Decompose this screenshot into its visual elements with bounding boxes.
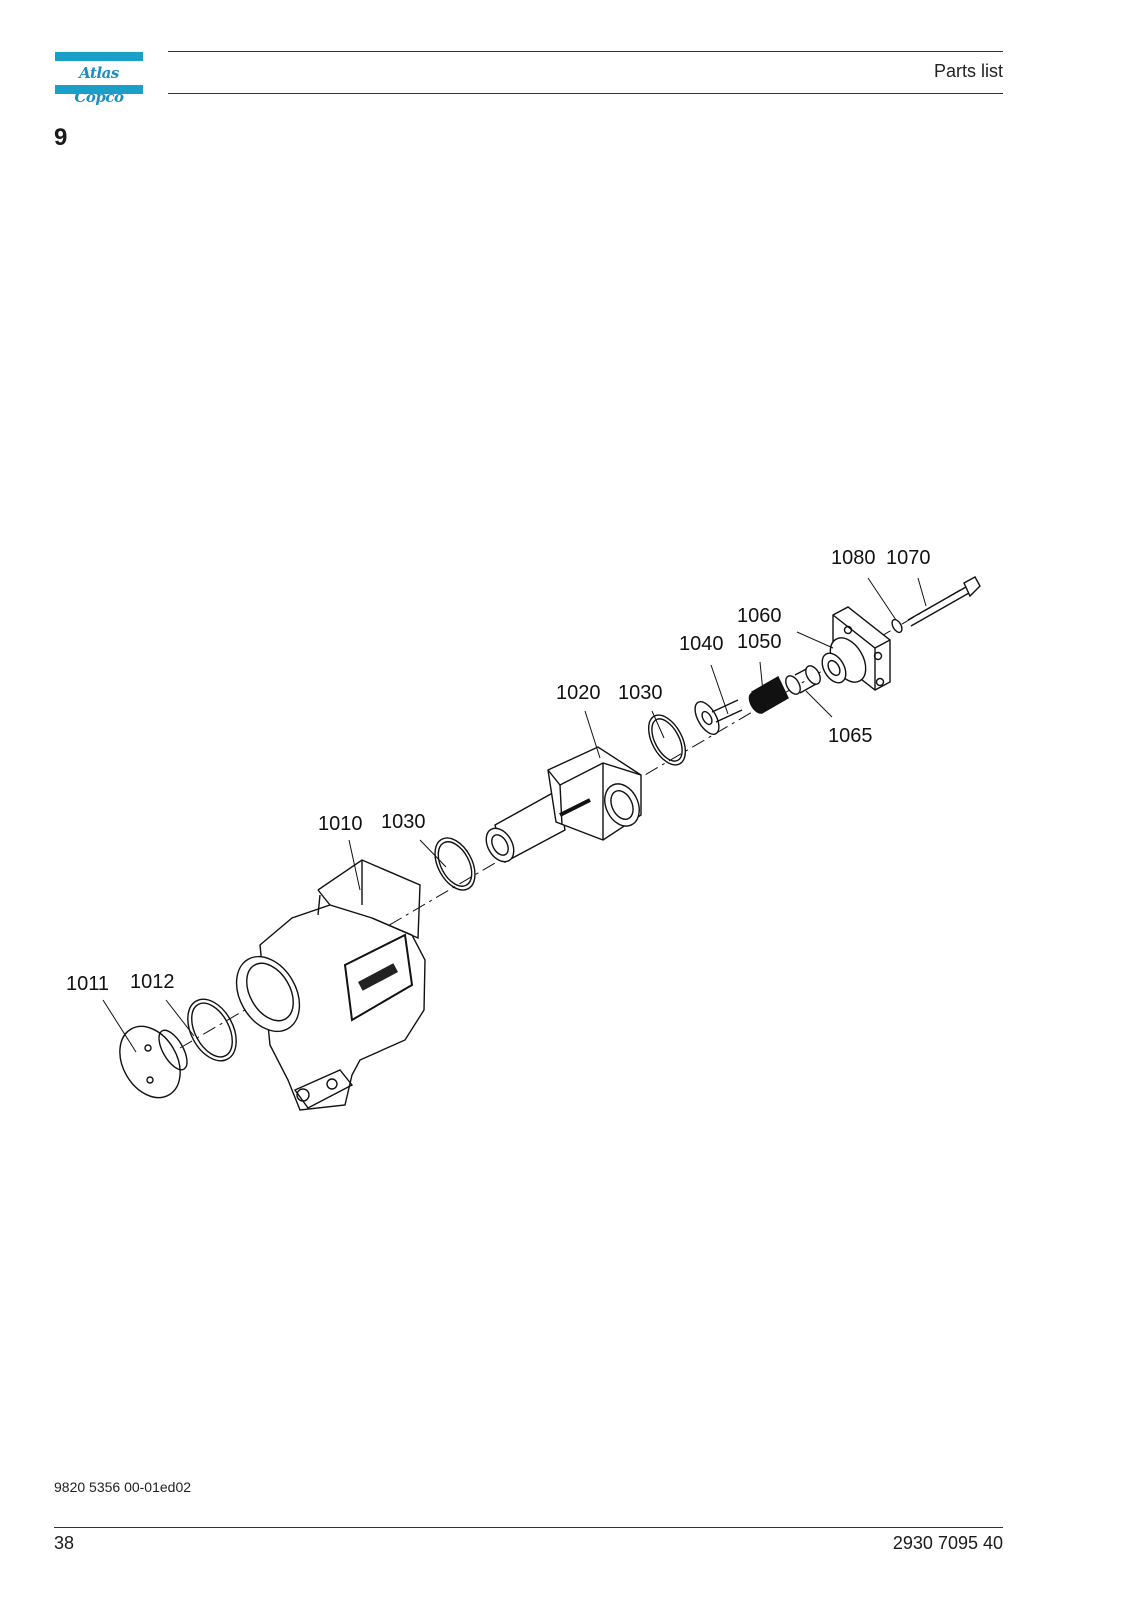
leader-1012: [165, 999, 195, 1037]
leader-1080: [867, 577, 897, 621]
leader-1020: [584, 710, 601, 759]
leader-1050: [759, 661, 764, 693]
part-1011-end-cap: [119, 1025, 188, 1099]
part-1012-o-ring: [187, 998, 237, 1062]
page-number: 38: [54, 1533, 75, 1553]
part-1010-housing: [235, 859, 426, 1111]
part-1080-washer: [891, 618, 903, 634]
part-1050-spring: [748, 676, 789, 714]
part-number: 2930 7095 40: [892, 1533, 1003, 1553]
callout-1020: 1020: [556, 682, 601, 704]
section-number: 9: [54, 124, 68, 151]
callout-1040: 1040: [679, 633, 724, 655]
callout-1011: 1011: [66, 973, 109, 995]
part-1030-o-ring-lower: [434, 837, 476, 891]
header-title: Parts list: [933, 61, 1003, 81]
part-1020-adapter-housing: [485, 746, 642, 864]
logo-top-bar: [55, 52, 143, 61]
callout-1030-upper: 1030: [618, 682, 663, 704]
callout-1012: 1012: [130, 971, 175, 993]
atlas-copco-logo: Atlas Copco: [55, 52, 143, 106]
part-1030-o-ring-upper: [647, 714, 687, 766]
leader-1030-lower: [419, 839, 447, 868]
leader-1030-upper: [651, 710, 665, 739]
callout-1030-lower: 1030: [381, 811, 426, 833]
leader-1070: [917, 577, 927, 607]
logo-bottom-bar: [55, 85, 143, 94]
callout-1065: 1065: [828, 725, 873, 747]
document-code: 9820 5356 00-01ed02: [54, 1479, 192, 1495]
header-top-rule: [168, 51, 1003, 52]
leader-1060: [796, 631, 834, 649]
part-1040-shaft: [694, 699, 743, 735]
part-1060-flange-cover: [821, 606, 891, 691]
part-1070-bolt: [907, 576, 981, 627]
callout-1080: 1080: [831, 547, 876, 569]
header-bottom-rule: [168, 93, 1003, 94]
leader-1011: [102, 999, 137, 1053]
leader-1065: [805, 690, 833, 718]
leader-1040: [710, 664, 729, 715]
part-1065-bushing: [785, 665, 821, 695]
callout-1070: 1070: [886, 547, 931, 569]
leader-1010: [348, 839, 361, 891]
footer-rule: [54, 1527, 1003, 1528]
callout-1060: 1060: [737, 605, 782, 627]
callout-1050: 1050: [737, 631, 782, 653]
callout-1010: 1010: [318, 813, 363, 835]
